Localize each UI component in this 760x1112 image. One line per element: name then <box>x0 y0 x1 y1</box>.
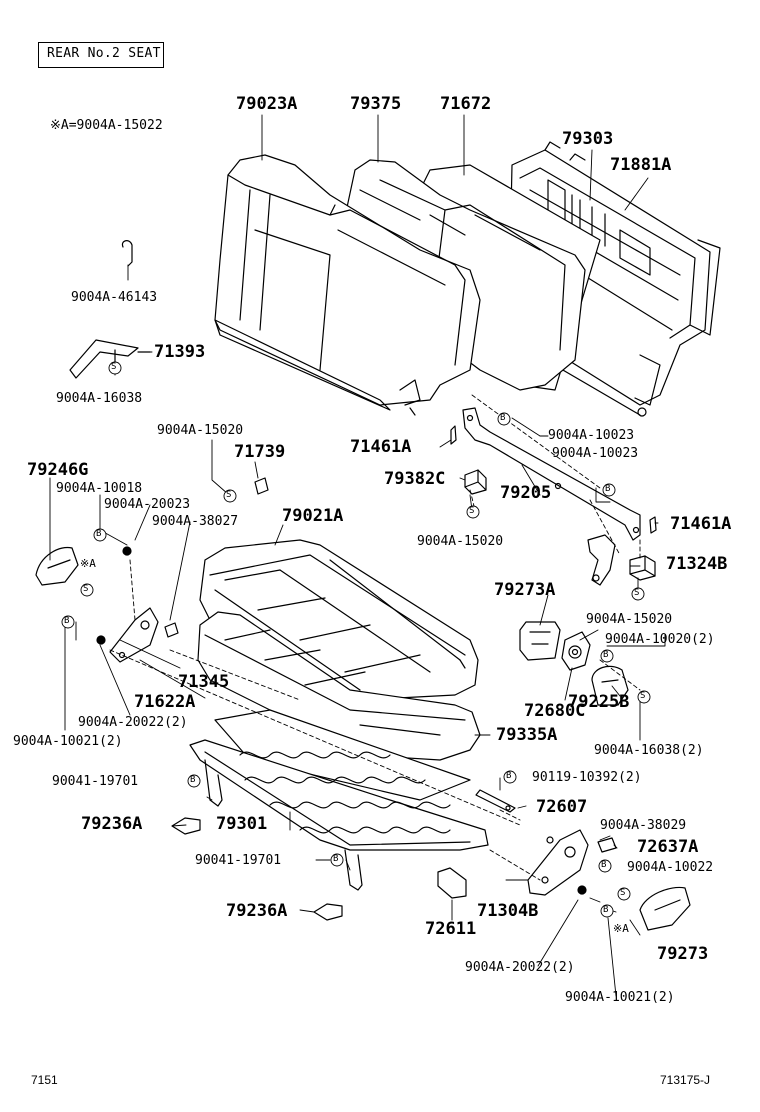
circle-markers <box>61 361 651 918</box>
footer-code-left: 7151 <box>31 1073 58 1087</box>
foot-79236A-right <box>313 903 343 921</box>
mark-s: S <box>469 506 475 516</box>
mark-b: B <box>603 650 609 660</box>
part-label: 9004A-16038 <box>56 391 143 406</box>
bracket-71393 <box>69 339 151 379</box>
mark-s: S <box>111 362 117 372</box>
part-label: 72637A <box>637 837 699 857</box>
part-label: 9004A-10020(2) <box>605 632 715 647</box>
block-71324B <box>629 555 656 581</box>
note-label: ※A=9004A-15022 <box>50 118 163 133</box>
foot-79236A-left <box>171 817 201 835</box>
part-label: 71672 <box>440 94 492 114</box>
part-label: 9004A-15020 <box>417 534 504 549</box>
part-label: 9004A-20022(2) <box>78 715 188 730</box>
part-label: 9004A-38029 <box>600 818 687 833</box>
part-label: 72607 <box>536 797 588 817</box>
mark-b: B <box>603 905 609 915</box>
part-label: 72611 <box>425 919 477 939</box>
mark-b: B <box>333 854 339 864</box>
part-label: 90119-10392(2) <box>532 770 642 785</box>
mark-b: B <box>506 771 512 781</box>
dashed-guides <box>109 394 641 881</box>
mark-a: ※A <box>613 922 629 935</box>
latch-assembly <box>587 534 616 586</box>
part-label: 90041-19701 <box>195 853 282 868</box>
part-label: 71345 <box>178 672 230 692</box>
part-label: 9004A-20023 <box>104 497 191 512</box>
mark-b: B <box>96 529 102 539</box>
part-label: 71881A <box>610 155 672 175</box>
part-label: 9004A-10023 <box>552 446 639 461</box>
part-label: 79303 <box>562 129 614 149</box>
part-label: 90041-19701 <box>52 774 139 789</box>
part-label: 71324B <box>666 554 728 574</box>
part-label: 9004A-10022 <box>627 860 714 875</box>
part-label: 9004A-10021(2) <box>13 734 123 749</box>
mark-b: B <box>601 860 607 870</box>
part-label: 72680C <box>524 701 586 721</box>
part-label: 9004A-10021(2) <box>565 990 675 1005</box>
part-label: 79335A <box>496 725 558 745</box>
part-label: 79236A <box>226 901 288 921</box>
block-79382C <box>464 469 487 495</box>
part-label: 79375 <box>350 94 402 114</box>
part-label: 79021A <box>282 506 344 526</box>
part-label: 9004A-38027 <box>152 514 239 529</box>
cover-79273 <box>639 886 691 931</box>
part-label: 79246G <box>27 460 89 480</box>
footer-code-right: 713175-J <box>660 1073 711 1087</box>
part-label: 79301 <box>216 814 268 834</box>
part-label: 9004A-20022(2) <box>465 960 575 975</box>
hinge-71304B <box>527 829 589 896</box>
small-fasteners <box>96 477 617 895</box>
cover-79246G <box>35 546 79 586</box>
part-label: 79236A <box>81 814 143 834</box>
title-box <box>38 42 164 68</box>
part-label: 71461A <box>350 437 412 457</box>
part-label: 71739 <box>234 442 286 462</box>
mark-s: S <box>226 490 232 500</box>
part-label: 79023A <box>236 94 298 114</box>
seat-back-79023A <box>214 154 481 416</box>
hook-71461A-left <box>450 425 457 445</box>
part-label: 71622A <box>134 692 196 712</box>
part-label: 79273A <box>494 580 556 600</box>
leader-lines <box>49 114 666 997</box>
part-label: 9004A-10023 <box>548 428 635 443</box>
hook-71461A-right <box>649 516 657 534</box>
part-label: 9004A-10018 <box>56 481 143 496</box>
part-label: 9004A-15020 <box>157 423 244 438</box>
mark-b: B <box>64 616 70 626</box>
part-label: 9004A-15020 <box>586 612 673 627</box>
part-label: 79273 <box>657 944 709 964</box>
plate-72611 <box>437 867 467 899</box>
part-label: 79382C <box>384 469 446 489</box>
diagram-title: REAR No.2 SEAT <box>47 46 161 61</box>
part-label: 71304B <box>477 901 539 921</box>
part-label: 79225B <box>568 692 630 712</box>
mark-b: B <box>605 484 611 494</box>
mark-s: S <box>83 584 89 594</box>
clip-46143 <box>121 240 133 267</box>
mark-s: S <box>634 588 640 598</box>
rod-79205 <box>462 407 641 541</box>
seat-frame-79301 <box>189 739 489 891</box>
mark-s: S <box>640 691 646 701</box>
part-label: 71393 <box>154 342 206 362</box>
part-label: 9004A-16038(2) <box>594 743 704 758</box>
lock-72680C <box>561 631 591 671</box>
strap-72607 <box>475 789 516 813</box>
mark-s: S <box>620 888 626 898</box>
part-label: 71461A <box>670 514 732 534</box>
cover-79273A <box>519 621 561 661</box>
part-label: 79205 <box>500 483 552 503</box>
mark-a: ※A <box>80 557 96 570</box>
part-label: 9004A-46143 <box>71 290 158 305</box>
mark-b: B <box>500 413 506 423</box>
mark-b: B <box>190 775 196 785</box>
